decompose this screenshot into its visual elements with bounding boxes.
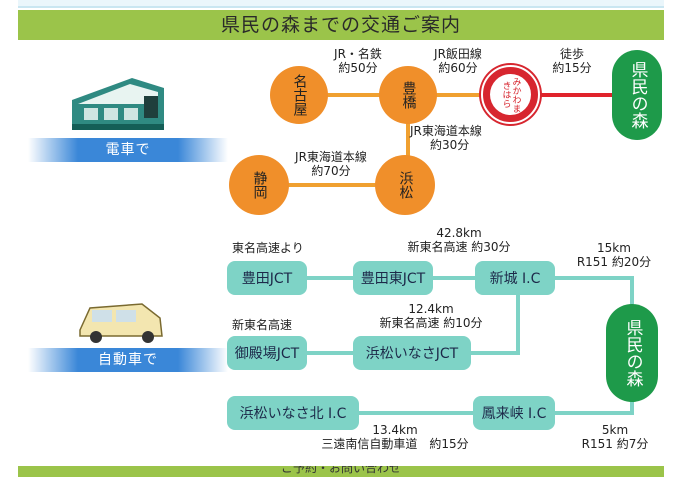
node-toyota-jct: 豊田JCT: [227, 261, 307, 295]
seg3-dist: 12.4km: [408, 302, 454, 316]
seg-shizuoka-hamamatsu-time: 約70分: [311, 164, 351, 178]
seg-iida-line: JR飯田線: [434, 47, 482, 61]
node-gotemba-jct: 御殿場JCT: [227, 336, 307, 370]
station-nagoya: 名古屋: [270, 66, 328, 124]
seg2-desc: R151 約20分: [576, 255, 652, 269]
footer-strip: ご予約・お問い合わせ: [18, 466, 664, 477]
seg-iida: JR飯田線 約60分: [418, 47, 498, 75]
seg4-dist: 13.4km: [372, 423, 418, 437]
node-shinshiro-ic: 新城 I.C: [475, 261, 555, 295]
seg3: 12.4km 新東名高速 約10分: [366, 302, 496, 330]
station-shizuoka-label: 静岡: [251, 171, 268, 199]
label-shintomei: 新東名高速: [232, 318, 293, 332]
seg-toyohashi-hamamatsu-time: 約30分: [430, 138, 470, 152]
train-destination-forest: 県民の森: [612, 50, 662, 140]
node-toyota-higashi-jct: 豊田東JCT: [353, 261, 433, 295]
seg1-dist: 42.8km: [436, 226, 482, 240]
top-strip: [18, 0, 664, 8]
node-hamamatsu-inasa-jct: 浜松いなさJCT: [353, 336, 471, 370]
station-toyohashi-label: 豊橋: [400, 81, 417, 109]
node-horaikyo-ic: 鳳来峡 I.C: [473, 396, 555, 430]
page-title: 県民の森までの交通ご案内: [18, 10, 664, 40]
seg-shizuoka-hamamatsu-line: JR東海道本線: [295, 150, 367, 164]
seg-walk-time: 約15分: [552, 61, 592, 75]
seg-iida-time: 約60分: [438, 61, 478, 75]
label-tomei-from: 東名高速より: [232, 241, 304, 255]
seg4: 13.4km 三遠南信自動車道 約15分: [310, 423, 480, 451]
seg-toyohashi-hamamatsu: JR東海道本線 約30分: [410, 124, 500, 152]
station-nagoya-label: 名古屋: [291, 74, 308, 116]
car-destination-forest: 県民の森: [606, 304, 658, 402]
seg-nagoya-toyohashi-time: 約50分: [338, 61, 378, 75]
station-toyohashi: 豊橋: [379, 66, 437, 124]
seg5-dist: 5km: [601, 423, 629, 437]
seg2: 15km R151 約20分: [566, 241, 662, 269]
seg1-desc: 新東名高速 約30分: [407, 240, 511, 254]
seg-walk-line: 徒歩: [559, 47, 584, 61]
station-hamamatsu-label: 浜松: [397, 171, 414, 199]
seg-nagoya-toyohashi: JR・名鉄 約50分: [318, 47, 398, 75]
seg5-desc: R151 約7分: [581, 437, 649, 451]
seg1: 42.8km 新東名高速 約30分: [396, 226, 522, 254]
seg-toyohashi-hamamatsu-line: JR東海道本線: [410, 124, 482, 138]
seg-walk: 徒歩 約15分: [537, 47, 607, 75]
train-destination-label: 県民の森: [627, 61, 648, 129]
station-mikawa-label: みかわまきはら: [500, 76, 521, 113]
train-banner: 電車で: [28, 138, 228, 162]
station-hamamatsu: 浜松: [375, 155, 435, 215]
station-mikawa-makihara: みかわまきはら: [481, 65, 540, 124]
seg4-desc: 三遠南信自動車道 約15分: [321, 437, 469, 451]
footer-partial-text: ご予約・お問い合わせ: [280, 466, 401, 475]
seg-nagoya-toyohashi-line: JR・名鉄: [334, 47, 382, 61]
seg3-desc: 新東名高速 約10分: [379, 316, 483, 330]
node-hamamatsu-inasa-kita-ic: 浜松いなさ北 I.C: [227, 396, 359, 430]
car-banner: 自動車で: [28, 348, 228, 372]
seg5: 5km R151 約7分: [570, 423, 660, 451]
seg2-dist: 15km: [597, 241, 631, 255]
car-destination-label: 県民の森: [622, 319, 643, 387]
seg-shizuoka-hamamatsu: JR東海道本線 約70分: [286, 150, 376, 178]
station-shizuoka: 静岡: [229, 155, 289, 215]
